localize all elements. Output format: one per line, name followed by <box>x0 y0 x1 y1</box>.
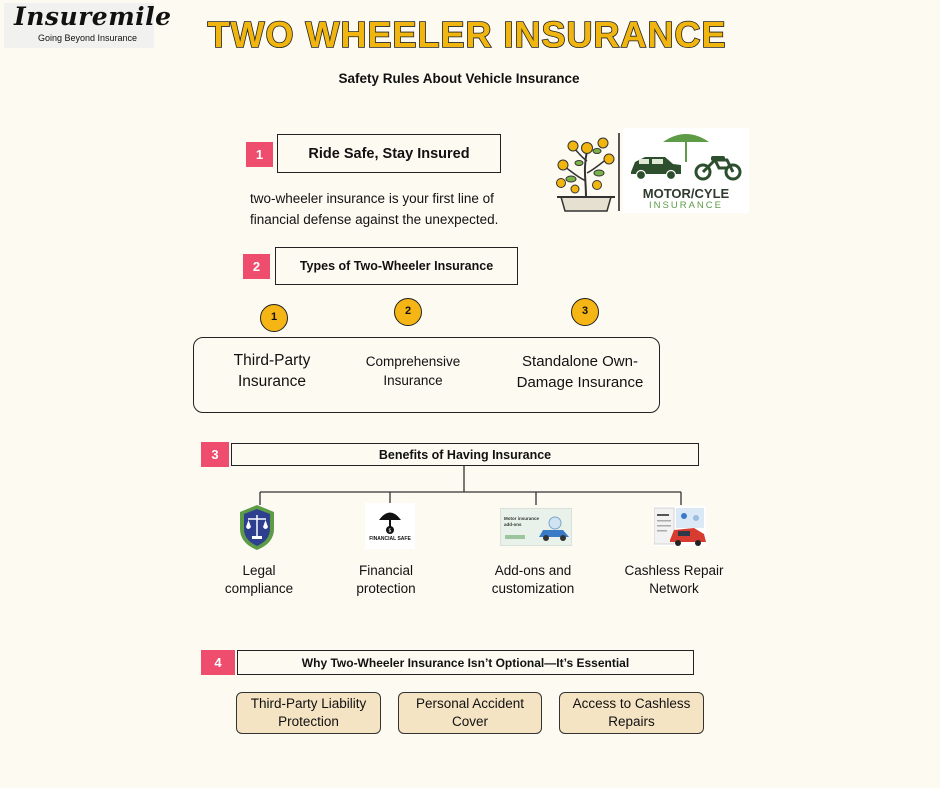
benefit-2-label: Financial protection <box>336 562 436 598</box>
benefit-label-line: Financial <box>358 563 414 578</box>
section-2-heading: Types of Two-Wheeler Insurance <box>275 247 518 285</box>
type-3-label: Standalone Own- Damage Insurance <box>505 351 655 393</box>
motorcycle-insurance-badge: MOTOR/CYLE INSURANCE <box>623 128 749 213</box>
benefit-3-label: Add-ons and customization <box>473 562 593 598</box>
benefit-4-label: Cashless Repair Network <box>614 562 734 598</box>
essential-item-line: Repairs <box>608 714 655 729</box>
benefit-label-line: compliance <box>224 581 294 596</box>
benefit-label-line: Legal <box>242 563 276 578</box>
section-3-number: 3 <box>201 442 229 467</box>
page-title: TWO WHEELER INSURANCE <box>207 13 727 56</box>
addons-bar <box>505 535 525 539</box>
section-4-number: 4 <box>201 650 235 675</box>
addons-caption: Motor insurance add-ons <box>504 516 540 527</box>
car-repair-illustration <box>654 507 706 546</box>
badge-line-2: INSURANCE <box>649 200 723 211</box>
car-motorcycle-umbrella-icon <box>631 134 742 181</box>
brand-logo <box>4 3 154 48</box>
section-2-number: 2 <box>243 254 270 279</box>
svg-text:$: $ <box>388 528 391 534</box>
benefit-1-label: Legal compliance <box>209 562 309 598</box>
benefit-label-line: Cashless Repair <box>624 563 724 578</box>
brand-tagline: Going Beyond Insurance <box>38 33 138 43</box>
section-1-body-line: financial defense against the unexpected… <box>250 212 499 227</box>
divider <box>618 133 620 211</box>
section-1-heading: Ride Safe, Stay Insured <box>277 134 501 173</box>
section-1-number: 1 <box>246 142 273 167</box>
type-1-label: Third-Party Insurance <box>212 350 332 392</box>
essential-item-line: Personal Accident <box>415 696 525 711</box>
section-1-body: two-wheeler insurance is your first line… <box>250 188 540 230</box>
benefit-label-line: customization <box>491 581 575 596</box>
benefit-label-line: Network <box>649 581 699 596</box>
benefit-label-line: protection <box>356 581 416 596</box>
financial-safe-caption: FINANCIAL SAFE <box>369 536 411 542</box>
page-subtitle: Safety Rules About Vehicle Insurance <box>338 71 580 86</box>
type-label-line: Third-Party <box>233 352 311 369</box>
type-label-line: Insurance <box>383 373 443 388</box>
type-3-number: 3 <box>571 298 599 326</box>
type-label-line: Insurance <box>237 373 307 390</box>
benefit-label-line: Add-ons and <box>494 563 572 578</box>
essential-item-line: Access to Cashless <box>572 696 691 711</box>
money-plant-icon <box>556 137 615 212</box>
umbrella-icon: $ <box>379 512 401 534</box>
section-1-body-line: two-wheeler insurance is your first line… <box>250 191 494 206</box>
shield-scales-icon <box>240 505 274 550</box>
type-label-line: Damage Insurance <box>516 374 644 391</box>
badge-line-1: MOTOR/CYLE <box>642 186 730 201</box>
motor-insurance-addons-icon: Motor insurance add-ons <box>500 508 572 546</box>
insurance-types-box <box>193 337 660 413</box>
section-4-heading: Why Two-Wheeler Insurance Isn’t Optional… <box>237 650 694 675</box>
type-1-number: 1 <box>260 304 288 332</box>
essential-item-line: Cover <box>451 714 488 729</box>
type-label-line: Standalone Own- <box>522 353 638 370</box>
car-repair-icon <box>654 506 706 546</box>
financial-safe-image: $ FINANCIAL SAFE <box>365 503 415 549</box>
essential-item-line: Third-Party Liability <box>250 696 367 711</box>
brand-name: Insuremile <box>14 2 172 31</box>
section-3-heading: Benefits of Having Insurance <box>231 443 699 466</box>
car-addons-icon <box>539 516 569 541</box>
type-2-number: 2 <box>394 298 422 326</box>
essential-item-line: Protection <box>278 714 339 729</box>
type-2-label: Comprehensive Insurance <box>352 352 474 390</box>
type-label-line: Comprehensive <box>365 354 461 369</box>
